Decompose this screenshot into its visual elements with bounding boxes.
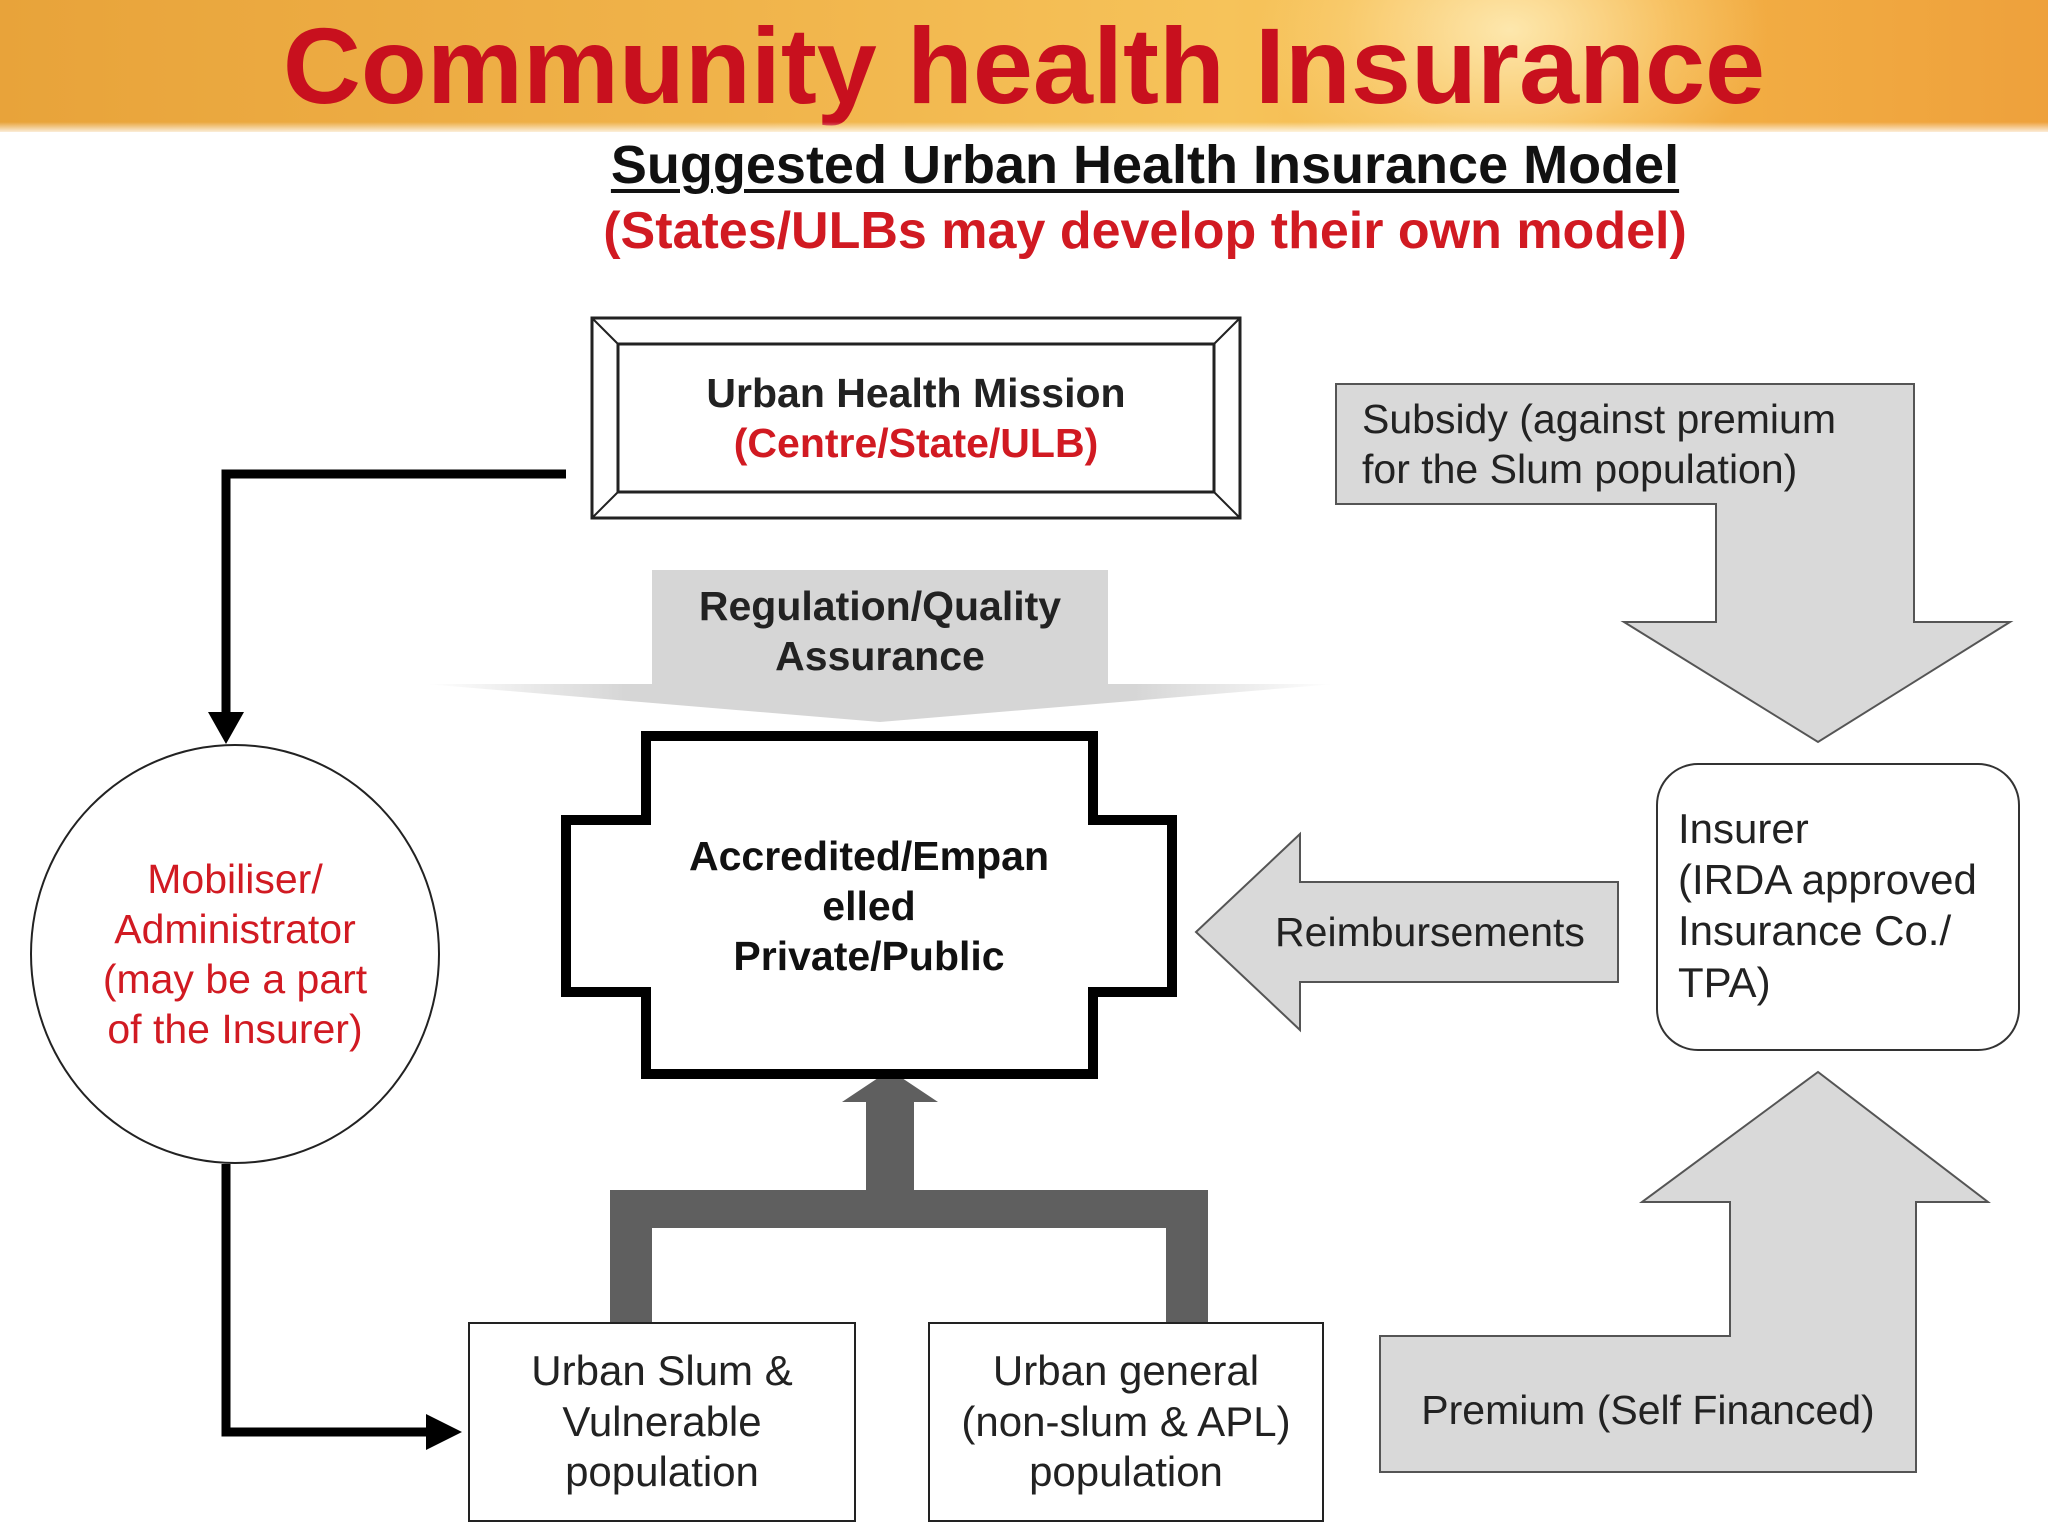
mobiliser-to-population-connector: [221, 1164, 462, 1450]
slum-line-3: population: [565, 1448, 759, 1496]
premium-arrow: [1379, 1070, 1991, 1473]
general-line-2: (non-slum & APL): [961, 1397, 1291, 1445]
slum-line-2: Vulnerable: [562, 1397, 762, 1445]
reimbursements-label: Reimbursements: [1275, 908, 1585, 955]
page-title: Community health Insurance: [282, 5, 1766, 126]
urban-health-mission: Urban Health Mission (Centre/State/ULB): [618, 344, 1214, 492]
accredited-providers: Accredited/Empan elled Private/Public: [646, 820, 1092, 992]
regulation-arrow: [425, 570, 1335, 722]
mobiliser-line-2: Administrator: [114, 905, 356, 952]
mission-label: Urban Health Mission: [706, 369, 1126, 416]
regulation-line-1: Regulation/Quality: [698, 582, 1062, 629]
mobiliser-circle: Mobiliser/ Administrator (may be a part …: [30, 744, 440, 1164]
mission-box-frame: [590, 316, 1242, 520]
mission-scope: (Centre/State/ULB): [733, 420, 1099, 466]
insurer-line-4: TPA): [1678, 958, 1771, 1006]
model-subtitle: Suggested Urban Health Insurance Model: [610, 135, 1680, 195]
premium-label: Premium (Self Financed): [1421, 1386, 1875, 1433]
population-to-providers-connector: [610, 1070, 1208, 1322]
subsidy-line-2: for the Slum population): [1362, 446, 1798, 493]
subsidy-line-1: Subsidy (against premium: [1362, 396, 1836, 442]
insurer-box: Insurer (IRDA approved Insurance Co./ TP…: [1656, 763, 2020, 1051]
regulation-quality-assurance: Regulation/Quality Assurance: [652, 576, 1108, 686]
regulation-line-2: Assurance: [775, 633, 985, 679]
urban-slum-population-box: Urban Slum & Vulnerable population: [468, 1322, 856, 1522]
providers-box-frame: [561, 731, 1177, 1079]
providers-line-3: Private/Public: [733, 933, 1005, 979]
mission-to-mobiliser-connector: [208, 469, 566, 744]
title-banner: Community health Insurance: [0, 0, 2048, 132]
insurer-line-2: (IRDA approved: [1678, 856, 1977, 904]
mobiliser-line-1: Mobiliser/: [147, 855, 323, 902]
subsidy-arrow: [1335, 383, 2014, 744]
urban-general-population-box: Urban general (non-slum & APL) populatio…: [928, 1322, 1324, 1522]
mobiliser-line-4: of the Insurer): [107, 1006, 363, 1053]
mobiliser-line-3: (may be a part: [102, 956, 368, 1002]
insurer-line-3: Insurance Co./: [1678, 907, 1952, 955]
insurer-line-1: Insurer: [1678, 805, 1809, 852]
providers-line-1: Accredited/Empan: [689, 832, 1049, 879]
general-line-3: population: [1029, 1448, 1223, 1496]
reimbursements-arrow: [1194, 831, 1619, 1033]
model-note: (States/ULBs may develop their own model…: [603, 202, 1687, 260]
slum-line-1: Urban Slum &: [531, 1347, 793, 1395]
subsidy-label: Subsidy (against premium for the Slum po…: [1362, 394, 1922, 498]
providers-line-2: elled: [822, 882, 916, 929]
general-line-1: Urban general: [992, 1347, 1260, 1395]
